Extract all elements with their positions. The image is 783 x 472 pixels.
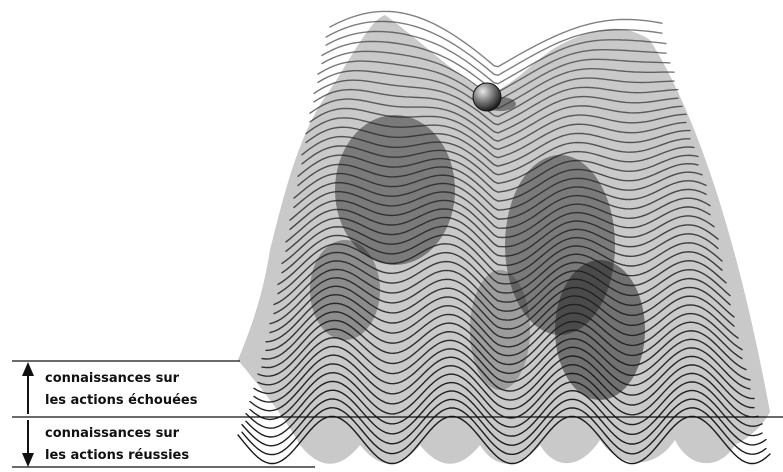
arrow-down-icon	[22, 420, 34, 467]
shadow-patch	[310, 240, 380, 340]
successful-actions-knowledge-label: connaissances sur les actions réussies	[45, 423, 189, 467]
shadow-patch	[555, 260, 645, 400]
arrow-up-icon	[22, 362, 34, 414]
successful-actions-label-line2: les actions réussies	[45, 445, 189, 467]
successful-actions-label-line1: connaissances sur	[45, 423, 189, 445]
failed-actions-label-line1: connaissances sur	[45, 368, 197, 390]
failed-actions-label-line2: les actions échouées	[45, 390, 197, 412]
wavy-surface	[238, 11, 770, 463]
shadow-patch	[470, 270, 530, 390]
failed-actions-knowledge-label: connaissances sur les actions échouées	[45, 368, 197, 412]
